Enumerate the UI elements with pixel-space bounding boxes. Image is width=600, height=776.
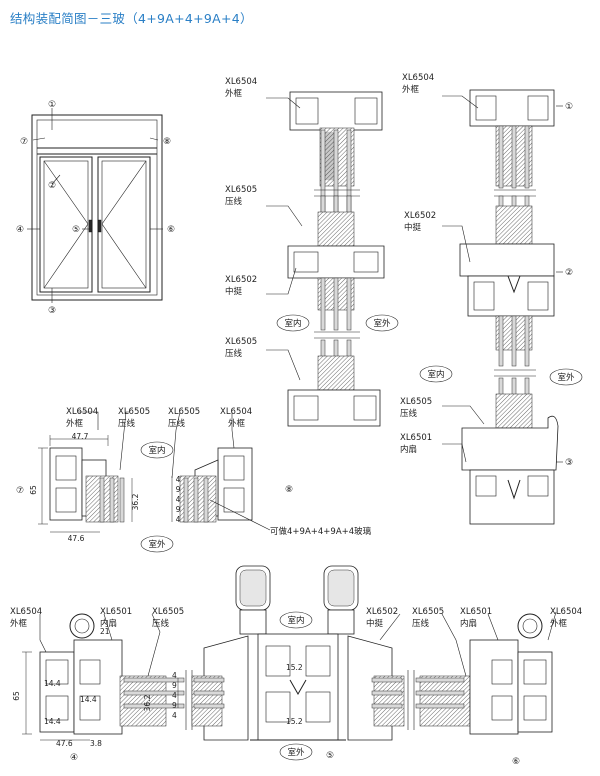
callout-1-right: ①	[565, 102, 573, 112]
label-mullion-b: 中挺	[404, 222, 422, 233]
callout-4-detail: ④	[70, 753, 78, 763]
dim-14-4-b: 14.4	[80, 695, 97, 704]
dim-4-a: 4	[176, 475, 181, 484]
dim-14-4-c: 14.4	[44, 717, 61, 726]
label-xl6504-e: XL6504	[10, 607, 42, 617]
label-outdoor-c: 室外	[148, 539, 166, 550]
dim-36-2-b: 36.2	[143, 694, 152, 711]
label-outer-frame-f: 外框	[550, 618, 568, 629]
label-xl6505-e: XL6505	[168, 407, 200, 417]
label-xl6505-g: XL6505	[412, 607, 444, 617]
dim-65-a: 65	[29, 485, 38, 495]
dim-4-e: 4	[172, 691, 177, 700]
dim-4-f: 4	[172, 711, 177, 720]
dim-4-d: 4	[172, 671, 177, 680]
dim-14-4-a: 14.4	[44, 679, 61, 688]
sash-vertical-section	[442, 89, 563, 525]
dim-47-7: 47.7	[72, 432, 89, 441]
callout-7: ⑦	[20, 137, 28, 147]
dim-15-2-b: 15.2	[286, 717, 303, 726]
callout-6-detail: ⑥	[512, 757, 520, 767]
label-outer-frame-c: 外框	[66, 418, 84, 429]
label-bead-g: 压线	[412, 618, 430, 629]
dim-15-2-a: 15.2	[286, 663, 303, 672]
label-indoor-a: 室内	[284, 318, 301, 329]
label-xl6502-b: XL6502	[404, 211, 436, 221]
label-outer-frame-e: 外框	[10, 618, 28, 629]
label-bead-b: 压线	[225, 348, 243, 359]
label-outdoor-d: 室外	[287, 747, 305, 758]
label-xl6502-a: XL6502	[225, 275, 257, 285]
window-elevation	[27, 108, 163, 303]
dim-9-d: 9	[172, 701, 177, 710]
dim-47-6-a: 47.6	[68, 534, 85, 543]
label-xl6502-c: XL6502	[366, 607, 398, 617]
callout-7-detail: ⑦	[16, 486, 24, 496]
label-xl6505-b: XL6505	[225, 337, 257, 347]
label-xl6501-c: XL6501	[460, 607, 492, 617]
label-outdoor-b: 室外	[557, 372, 575, 383]
dim-21: 21	[100, 627, 110, 636]
callout-5: ⑤	[72, 225, 80, 235]
label-xl6504-c: XL6504	[66, 407, 98, 417]
dim-65-b: 65	[12, 691, 21, 701]
label-indoor-d: 室内	[287, 615, 304, 626]
label-mullion-a: 中挺	[225, 286, 243, 297]
label-bead-e: 压线	[168, 418, 186, 429]
dim-4-c: 4	[176, 515, 181, 524]
label-xl6501-a: XL6501	[400, 433, 432, 443]
callout-2: ②	[48, 181, 56, 191]
callout-2-right: ②	[565, 268, 573, 278]
label-xl6504-a: XL6504	[225, 77, 257, 87]
label-bead-d: 压线	[118, 418, 136, 429]
page-title: 结构装配简图－三玻（4+9A+4+9A+4）	[10, 11, 253, 26]
dim-3-8: 3.8	[90, 739, 102, 748]
label-outer-frame-d: 外框	[228, 418, 246, 429]
dim-9-a: 9	[176, 485, 181, 494]
detail-7	[38, 411, 133, 533]
dim-36-2-a: 36.2	[131, 493, 140, 510]
label-outer-frame-a: 外框	[225, 88, 243, 99]
label-outdoor-a: 室外	[373, 318, 391, 329]
callout-8: ⑧	[163, 137, 171, 147]
label-sash-b: 内扇	[100, 618, 117, 629]
callout-4: ④	[16, 225, 24, 235]
label-sash-c: 内扇	[460, 618, 477, 629]
callout-6: ⑥	[167, 225, 175, 235]
callout-1: ①	[48, 100, 56, 110]
dim-9-b: 9	[176, 505, 181, 514]
detail-8	[171, 411, 271, 531]
label-xl6504-f: XL6504	[550, 607, 582, 617]
label-xl6505-d: XL6505	[118, 407, 150, 417]
label-outer-frame-b: 外框	[402, 84, 420, 95]
label-sash-a: 内扇	[400, 444, 417, 455]
dim-47-6-b: 47.6	[56, 739, 73, 748]
label-xl6504-b: XL6504	[402, 73, 434, 83]
dim-4-b: 4	[176, 495, 181, 504]
callout-3: ③	[48, 306, 56, 316]
label-bead-f: 压线	[152, 618, 170, 629]
label-indoor-b: 室内	[427, 369, 444, 380]
callout-8-detail: ⑧	[285, 485, 293, 495]
callout-3-right: ③	[565, 458, 573, 468]
label-bead-c: 压线	[400, 408, 418, 419]
label-xl6504-d: XL6504	[220, 407, 252, 417]
label-mullion-c: 中挺	[366, 618, 384, 629]
callout-5-detail: ⑤	[326, 751, 334, 761]
glass-note: 可做4+9A+4+9A+4玻璃	[270, 526, 372, 537]
dim-9-c: 9	[172, 681, 177, 690]
label-xl6505-f: XL6505	[152, 607, 184, 617]
label-xl6505-a: XL6505	[225, 185, 257, 195]
label-bead-a: 压线	[225, 196, 243, 207]
label-indoor-c: 室内	[148, 445, 165, 456]
horizontal-section	[22, 565, 557, 741]
fixed-vertical-section	[266, 91, 385, 427]
label-xl6505-c: XL6505	[400, 397, 432, 407]
label-xl6501-b: XL6501	[100, 607, 132, 617]
